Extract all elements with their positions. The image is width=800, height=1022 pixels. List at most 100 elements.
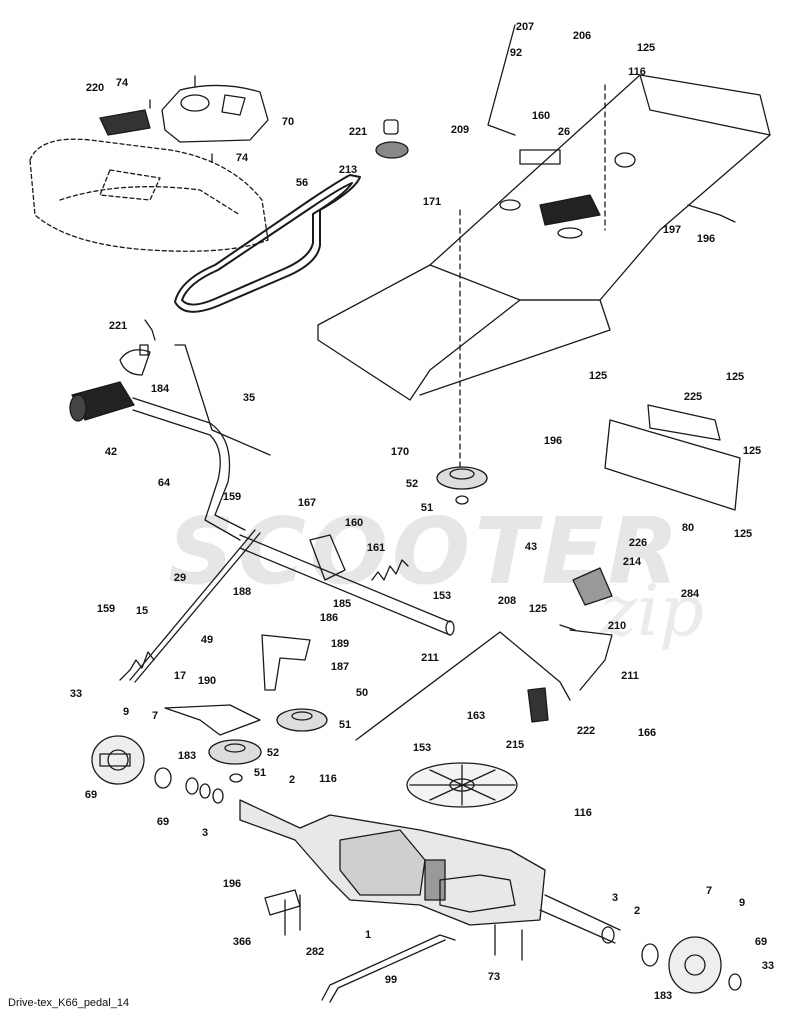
part-label-70: 70 — [281, 116, 295, 128]
part-label-69: 69 — [754, 936, 768, 948]
rod-35 — [174, 344, 271, 456]
cross-shaft — [239, 534, 455, 636]
part-label-214: 214 — [622, 556, 642, 568]
transaxle — [239, 799, 621, 944]
shift-knob-42 — [69, 381, 135, 422]
pulley-52-bottom — [208, 739, 262, 783]
part-label-69: 69 — [84, 789, 98, 801]
part-label-187: 187 — [330, 661, 350, 673]
spring-161 — [371, 559, 409, 581]
part-label-29: 29 — [173, 572, 187, 584]
part-label-183: 183 — [653, 990, 673, 1002]
part-label-188: 188 — [232, 586, 252, 598]
bracket-366 — [264, 889, 301, 916]
pedal-214 — [572, 567, 613, 606]
part-label-159: 159 — [96, 603, 116, 615]
part-label-167: 167 — [297, 497, 317, 509]
bolts-282 — [284, 894, 301, 936]
part-label-225: 225 — [683, 391, 703, 403]
part-label-166: 166 — [637, 727, 657, 739]
part-label-196: 196 — [222, 878, 242, 890]
fuel-tank-strip — [99, 109, 151, 136]
part-label-163: 163 — [466, 710, 486, 722]
part-label-92: 92 — [509, 47, 523, 59]
part-label-184: 184 — [150, 383, 170, 395]
part-label-42: 42 — [104, 446, 118, 458]
part-label-190: 190 — [197, 675, 217, 687]
part-label-211: 211 — [621, 670, 639, 682]
part-label-35: 35 — [242, 392, 256, 404]
part-label-366: 366 — [232, 936, 252, 948]
part-label-211: 211 — [421, 652, 439, 664]
part-label-170: 170 — [390, 446, 410, 458]
drive-belt — [174, 174, 361, 313]
cap-184 — [119, 344, 151, 376]
part-label-2: 2 — [633, 905, 641, 917]
part-label-208: 208 — [497, 595, 517, 607]
part-label-125: 125 — [636, 42, 656, 54]
fuel-tank-cover — [161, 84, 269, 143]
part-label-33: 33 — [761, 960, 775, 972]
part-label-196: 196 — [696, 233, 716, 245]
pulley-50 — [276, 708, 328, 732]
washers-right — [601, 926, 742, 991]
part-label-125: 125 — [725, 371, 745, 383]
part-label-49: 49 — [200, 634, 214, 646]
part-label-125: 125 — [733, 528, 753, 540]
part-label-33: 33 — [69, 688, 83, 700]
part-label-221: 221 — [108, 320, 128, 332]
part-label-226: 226 — [628, 537, 648, 549]
bracket-190 — [164, 704, 261, 736]
knob-213 — [375, 119, 409, 159]
bolts-73 — [494, 924, 523, 961]
part-label-284: 284 — [680, 588, 700, 600]
part-label-282: 282 — [305, 946, 325, 958]
part-label-15: 15 — [135, 605, 149, 617]
part-label-183: 183 — [177, 750, 197, 762]
wheel-hub-right — [668, 936, 722, 994]
part-label-51: 51 — [253, 767, 267, 779]
arm-210 — [559, 624, 613, 691]
part-label-185: 185 — [332, 598, 352, 610]
washers-left — [154, 767, 224, 804]
watermark-script: zip — [600, 570, 705, 652]
wheel-hub-left — [91, 735, 145, 785]
rod-163 — [355, 631, 571, 741]
part-label-69: 69 — [156, 816, 170, 828]
part-label-153: 153 — [432, 590, 452, 602]
part-label-74: 74 — [115, 77, 129, 89]
part-label-51: 51 — [338, 719, 352, 731]
part-label-186: 186 — [319, 612, 339, 624]
screws-74 — [149, 75, 213, 163]
part-label-74: 74 — [235, 152, 249, 164]
part-label-160: 160 — [531, 110, 551, 122]
part-label-52: 52 — [266, 747, 280, 759]
part-label-210: 210 — [607, 620, 627, 632]
part-label-215: 215 — [505, 739, 525, 751]
part-label-1: 1 — [364, 929, 372, 941]
pulley-52-top — [436, 466, 488, 505]
part-label-99: 99 — [384, 974, 398, 986]
part-label-3: 3 — [201, 827, 209, 839]
part-label-116: 116 — [628, 66, 646, 78]
part-label-56: 56 — [295, 177, 309, 189]
part-label-197: 197 — [662, 224, 682, 236]
part-label-51: 51 — [420, 502, 434, 514]
lever-64 — [132, 397, 246, 541]
part-label-26: 26 — [557, 126, 571, 138]
part-label-7: 7 — [705, 885, 713, 897]
part-label-52: 52 — [405, 478, 419, 490]
rod-29 — [129, 529, 261, 683]
part-label-125: 125 — [742, 445, 762, 457]
part-label-220: 220 — [85, 82, 105, 94]
part-label-43: 43 — [524, 541, 538, 553]
part-label-80: 80 — [681, 522, 695, 534]
center-line — [459, 84, 606, 471]
rod-99 — [321, 934, 456, 1003]
part-label-221: 221 — [348, 126, 368, 138]
part-label-2: 2 — [288, 774, 296, 786]
part-label-153: 153 — [412, 742, 432, 754]
spring-17 — [119, 651, 155, 681]
part-label-189: 189 — [330, 638, 350, 650]
